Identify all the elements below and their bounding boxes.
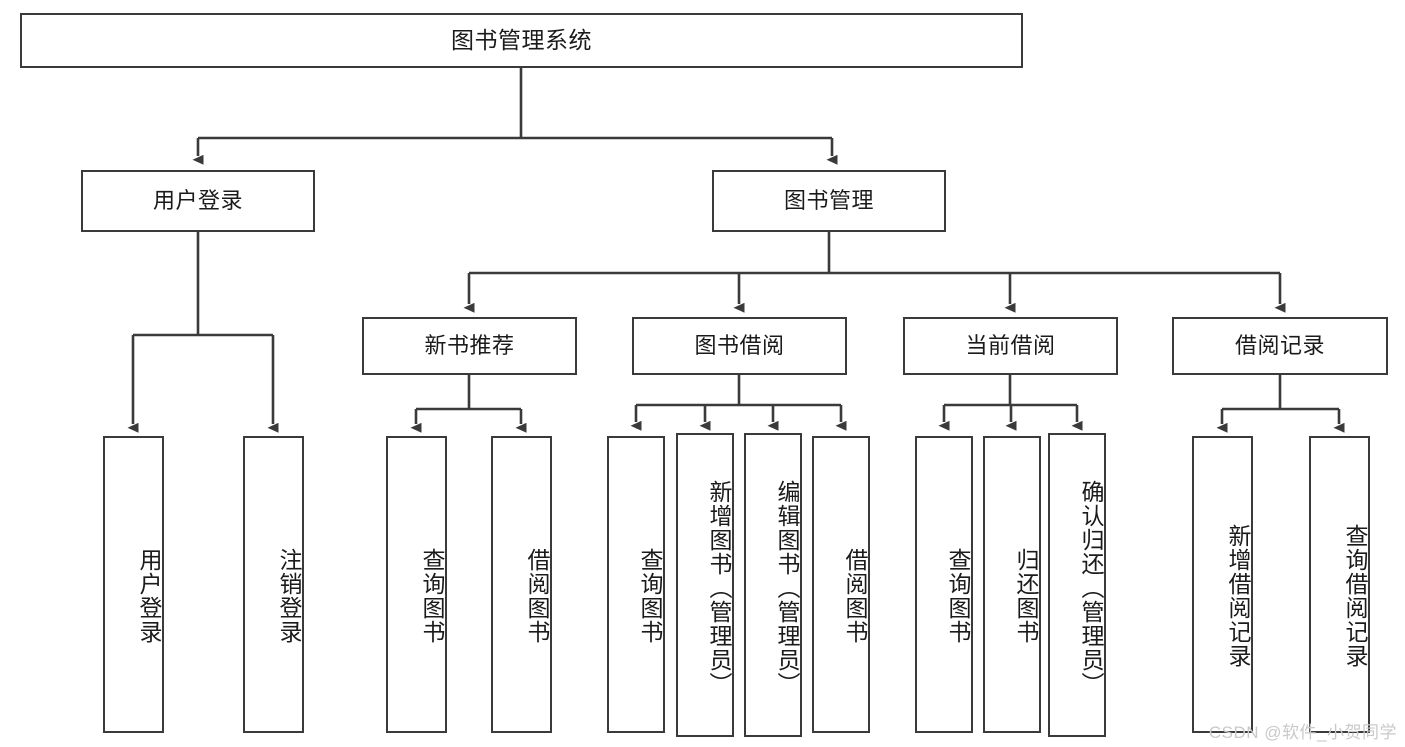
node-current-borrow-label: 当前借阅 xyxy=(965,332,1056,358)
csdn-watermark: CSDN @软件_小贺同学 xyxy=(1208,723,1397,742)
leaf-query-book-borrow[interactable]: 查询图书 xyxy=(607,436,665,733)
leaf-return-book[interactable]: 归还图书 xyxy=(983,436,1041,733)
node-root[interactable]: 图书管理系统 xyxy=(20,13,1023,68)
leaf-confirm-return-label: 确认归还（管理员） xyxy=(1078,480,1104,696)
node-book-borrow-label: 图书借阅 xyxy=(694,332,785,358)
leaf-edit-book[interactable]: 编辑图书（管理员） xyxy=(744,433,802,737)
node-borrow-records[interactable]: 借阅记录 xyxy=(1172,317,1388,375)
leaf-query-book-new-label: 查询图书 xyxy=(419,547,445,644)
node-borrow-records-label: 借阅记录 xyxy=(1234,332,1325,358)
leaf-edit-book-label: 编辑图书（管理员） xyxy=(774,480,800,696)
node-new-book-recommend-label: 新书推荐 xyxy=(424,332,515,358)
leaf-borrow-book[interactable]: 借阅图书 xyxy=(812,436,870,733)
leaf-query-book-borrow-label: 查询图书 xyxy=(637,547,663,644)
leaf-return-book-label: 归还图书 xyxy=(1013,547,1039,644)
leaf-query-book-new[interactable]: 查询图书 xyxy=(386,436,447,733)
leaf-user-logout-label: 注销登录 xyxy=(276,547,302,644)
leaf-query-record[interactable]: 查询借阅记录 xyxy=(1309,436,1370,733)
leaf-add-record[interactable]: 新增借阅记录 xyxy=(1192,436,1253,733)
node-user-login-label: 用户登录 xyxy=(152,187,243,213)
node-new-book-recommend[interactable]: 新书推荐 xyxy=(362,317,577,375)
leaf-user-login-label: 用户登录 xyxy=(136,547,162,644)
leaf-confirm-return[interactable]: 确认归还（管理员） xyxy=(1048,433,1106,737)
leaf-add-book-label: 新增图书（管理员） xyxy=(706,480,732,696)
node-book-management-label: 图书管理 xyxy=(783,187,874,213)
leaf-user-logout[interactable]: 注销登录 xyxy=(243,436,304,733)
node-root-label: 图书管理系统 xyxy=(451,26,592,53)
leaf-borrow-book-new[interactable]: 借阅图书 xyxy=(491,436,552,733)
node-user-login[interactable]: 用户登录 xyxy=(81,170,315,232)
leaf-add-record-label: 新增借阅记录 xyxy=(1225,523,1251,668)
leaf-borrow-book-label: 借阅图书 xyxy=(842,547,868,644)
node-book-management[interactable]: 图书管理 xyxy=(712,170,946,232)
leaf-query-record-label: 查询借阅记录 xyxy=(1342,523,1368,668)
leaf-add-book[interactable]: 新增图书（管理员） xyxy=(676,433,734,737)
node-current-borrow[interactable]: 当前借阅 xyxy=(903,317,1118,375)
leaf-user-login[interactable]: 用户登录 xyxy=(103,436,164,733)
leaf-borrow-book-new-label: 借阅图书 xyxy=(524,547,550,644)
leaf-query-book-current-label: 查询图书 xyxy=(945,547,971,644)
node-book-borrow[interactable]: 图书借阅 xyxy=(632,317,847,375)
leaf-query-book-current[interactable]: 查询图书 xyxy=(915,436,973,733)
